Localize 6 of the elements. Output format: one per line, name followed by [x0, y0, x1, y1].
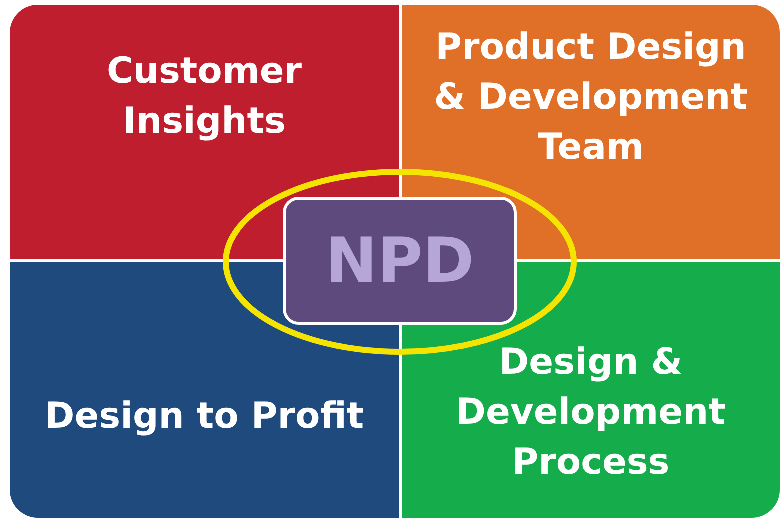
center-box [283, 197, 517, 325]
center-label: NPD [326, 226, 474, 296]
quadrant-label: Customer Insights [106, 50, 304, 144]
quadrant-label: Product Design & Development Team [433, 26, 749, 170]
quadrant-label: Design & Development Process [455, 341, 727, 485]
quadrant-label: Design to Profit [44, 395, 364, 439]
